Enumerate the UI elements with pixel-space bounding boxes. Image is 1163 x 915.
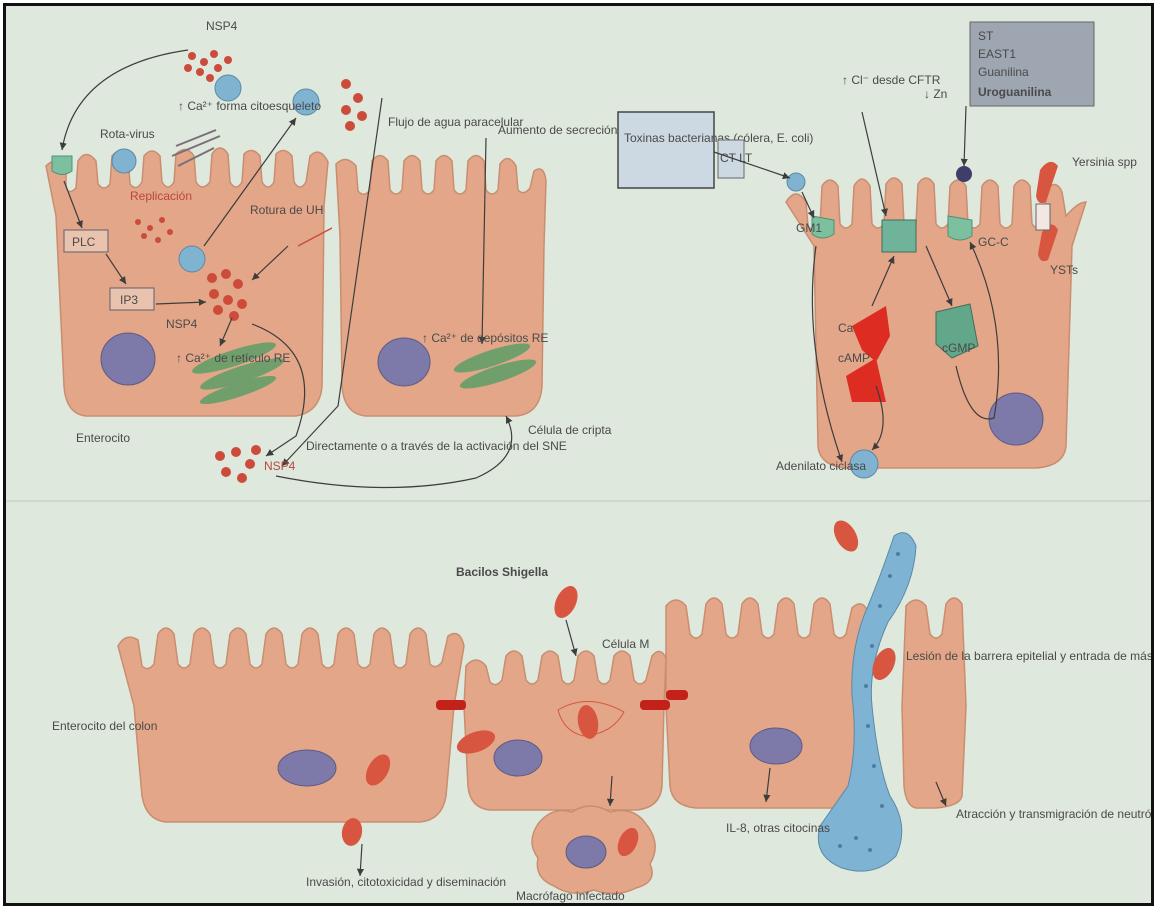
zinc-molecule-icon — [956, 166, 972, 182]
east-box-line3: Guanilina — [978, 65, 1029, 79]
nucleus-icon — [278, 750, 336, 786]
gc-c-label: GC-C — [978, 235, 1009, 249]
cl-cftr-label: ↑ Cl⁻ desde CFTR — [842, 73, 941, 87]
zinc-label: ↓ Zn — [924, 87, 947, 101]
toxin-icon — [787, 173, 805, 191]
colon-enterocyte-cell — [902, 598, 966, 808]
colon-enterocyte-cell — [666, 598, 868, 808]
camp-label: cAMP — [838, 351, 870, 365]
neutrophil-migration-label: Atracción y transmigración de neutrófilo… — [956, 807, 1151, 821]
diagram-frame: PLC IP3 — [3, 3, 1154, 906]
nucleus-icon — [378, 338, 430, 386]
nucleus-icon — [101, 333, 155, 385]
nsp4-inner-label: NSP4 — [166, 317, 198, 331]
plc-label: PLC — [72, 235, 96, 249]
shigella-bacilli-label: Bacilos Shigella — [456, 565, 548, 579]
cgmp-label: cGMP — [942, 341, 975, 355]
panel-shigella: Bacilos Shigella Célula M Enterocito del… — [52, 516, 1151, 903]
replication-label: Replicación — [130, 189, 192, 203]
ip3-label: IP3 — [120, 293, 138, 307]
yersinia-label: Yersinia spp — [1072, 155, 1137, 169]
nsp4-outer-label: NSP4 — [264, 459, 296, 473]
macrophage-label: Macrófago infectado — [516, 889, 625, 903]
calcium-re-crypt-label: ↑ Ca²⁺ de depósitos RE — [422, 331, 548, 345]
enterocyte-label: Enterocito — [76, 431, 130, 445]
rotavirus-label: Rota-virus — [100, 127, 155, 141]
nucleus-icon — [750, 728, 802, 764]
ystx-label: YSTs — [1050, 263, 1078, 277]
barrier-injury-label: Lesión de la barrera epitelial y entrada… — [906, 649, 1151, 663]
virus-icon — [179, 246, 205, 272]
pathogenesis-diagram: PLC IP3 — [6, 6, 1151, 903]
toxin-box — [618, 112, 714, 188]
colon-enterocyte-label: Enterocito del colon — [52, 719, 157, 733]
panel-toxins: Toxinas bacterianas (cólera, E. coli) CT… — [618, 22, 1137, 478]
cftr-channel-icon — [882, 220, 916, 252]
colon-enterocyte-cell — [118, 628, 464, 822]
il8-label: IL-8, otras citocinas — [726, 821, 830, 835]
virus-icon — [215, 75, 241, 101]
invasion-label: Invasión, citotoxicidad y diseminación — [306, 875, 506, 889]
crypt-cell — [336, 156, 546, 417]
m-cell-label: Célula M — [602, 637, 649, 651]
adenylate-cyclase-label: Adenilato ciclasa — [776, 459, 866, 473]
ens-activation-label: Directamente o a través de la activación… — [306, 439, 567, 453]
yersinia-channel-icon — [1036, 204, 1050, 230]
east-box-line2: EAST1 — [978, 47, 1016, 61]
m-cell — [464, 651, 666, 810]
tight-junction-label: Rotura de UH — [250, 203, 323, 217]
ca-label: Ca — [838, 321, 854, 335]
receptor-icon — [52, 156, 72, 175]
nsp4-label: NSP4 — [206, 19, 238, 33]
nucleus-icon — [494, 740, 542, 776]
nucleus-icon — [566, 836, 606, 868]
gm1-label: GM1 — [796, 221, 822, 235]
virus-icon — [112, 149, 136, 173]
calcium-cytoskeleton-label: ↑ Ca²⁺ forma citoesqueleto — [178, 99, 321, 113]
calcium-re-label: ↑ Ca²⁺ de retículo RE — [176, 351, 290, 365]
panel-rotavirus: PLC IP3 — [46, 19, 655, 488]
crypt-cell-label: Célula de cripta — [528, 423, 612, 437]
toxin-abbrev-label: CT LT — [720, 151, 753, 165]
east-box-line4: Uroguanilina — [978, 85, 1052, 99]
gc-c-receptor-icon — [948, 216, 972, 240]
east-box-line1: ST — [978, 29, 994, 43]
